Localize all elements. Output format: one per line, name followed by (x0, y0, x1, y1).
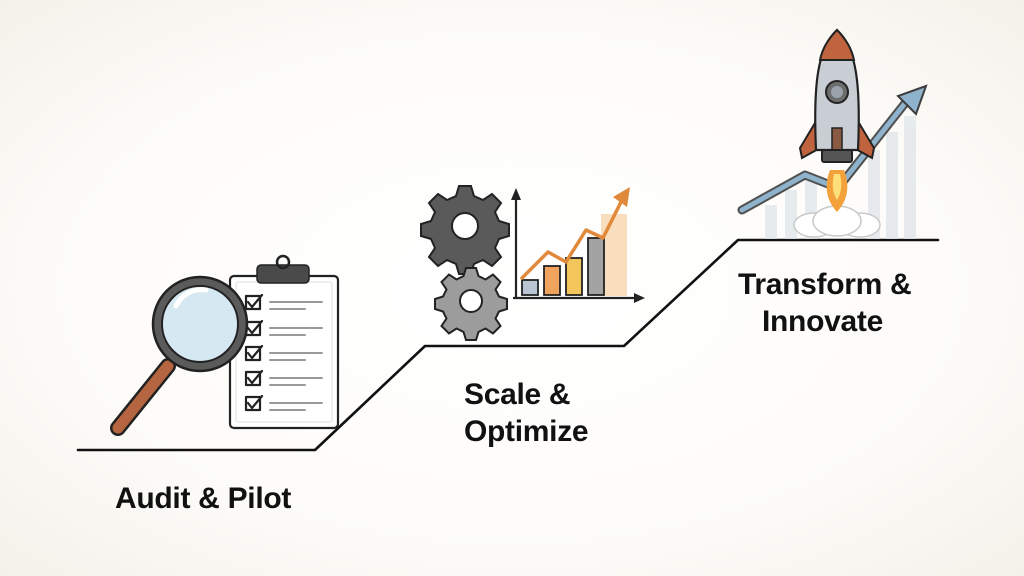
staircase-line (76, 238, 940, 452)
magnifying-glass-icon (110, 275, 249, 436)
step-label-scale-optimize: Scale & Optimize (464, 376, 589, 450)
step-label-line: Innovate (762, 305, 883, 338)
clipboard-checklist-icon (228, 254, 340, 430)
step-label-transform-innovate: Transform & Innovate (738, 266, 912, 340)
step-label-line: Audit & Pilot (115, 482, 292, 515)
trend-arrow-icon (520, 187, 630, 280)
step-label-line: Scale & (464, 378, 571, 411)
step-label-line: Transform & (738, 268, 912, 301)
gear-icon (420, 185, 510, 341)
step-label-audit-pilot: Audit & Pilot (115, 480, 291, 517)
rocket-icon (793, 28, 881, 238)
step-label-line: Optimize (464, 415, 589, 448)
bar-chart-icon (511, 188, 645, 303)
